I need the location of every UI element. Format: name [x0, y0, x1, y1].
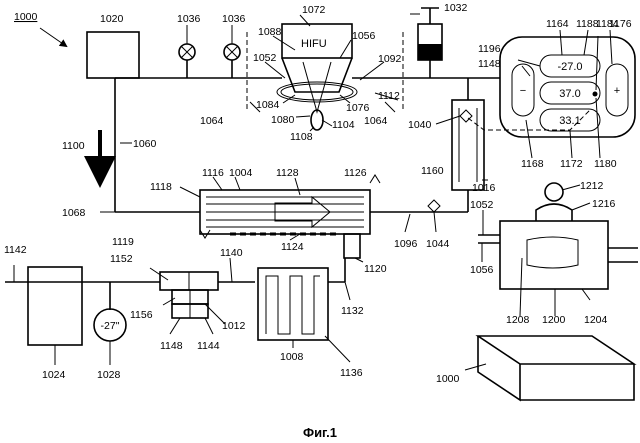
ref-1060: 1060: [133, 138, 157, 150]
ref-1168: 1168: [521, 158, 544, 170]
ref-1164: 1164: [546, 18, 569, 30]
ref-1119: 1119: [112, 236, 134, 248]
ref-1096: 1096: [394, 238, 418, 250]
ref-1056: 1056: [352, 30, 376, 42]
ref-1064: 1064: [200, 115, 224, 127]
display-mid-value: 37.0: [559, 88, 580, 100]
sensor-1044-icon: [428, 200, 440, 212]
ref-1140: 1140: [220, 247, 243, 259]
ref-1216: 1216: [592, 198, 616, 210]
ref-1118: 1118: [150, 181, 172, 193]
hifu-label: HIFU: [301, 38, 327, 50]
valve-icon: [179, 44, 195, 60]
ref-1052: 1052: [470, 199, 494, 211]
valve-icon: [224, 44, 240, 60]
ref-1116: 1116: [202, 167, 224, 179]
ref-1088: 1088: [258, 26, 282, 38]
minus-symbol: −: [520, 85, 526, 97]
ref-1100: 1100: [62, 140, 85, 152]
heat-exchanger-1160: [452, 100, 484, 190]
ref-1020: 1020: [100, 13, 124, 25]
display-top-value: -27.0: [557, 61, 582, 73]
ref-1124: 1124: [281, 241, 304, 253]
ref-1156: 1156: [130, 309, 153, 321]
reservoir-box-1020: [87, 32, 139, 78]
ref-1056: 1056: [470, 264, 494, 276]
display-bot-value: 33.1: [559, 115, 580, 127]
ref-1032: 1032: [444, 2, 468, 14]
ref-1136: 1136: [340, 367, 363, 379]
patient-head-icon: [545, 183, 563, 201]
ref-1028: 1028: [97, 369, 121, 381]
ref-1160: 1160: [421, 165, 444, 177]
ref-1126: 1126: [344, 167, 367, 179]
block-1000: [478, 336, 634, 400]
ref-1000: 1000: [14, 11, 38, 23]
syringe-icon: [418, 8, 442, 60]
ref-1196: 1196: [478, 43, 501, 55]
gauge-reading: -27": [101, 320, 120, 332]
ref-1104: 1104: [332, 119, 355, 131]
ref-1068: 1068: [62, 207, 86, 219]
ref-1008: 1008: [280, 351, 304, 363]
ref-1012: 1012: [222, 320, 246, 332]
ref-1180: 1180: [594, 158, 617, 170]
serpentine-exchanger-1008: [258, 268, 328, 340]
ref-1092: 1092: [378, 53, 402, 65]
box-1024: [28, 267, 82, 345]
ref-1000: 1000: [436, 373, 460, 385]
ref-1172: 1172: [560, 158, 583, 170]
ref-1148: 1148: [478, 58, 501, 70]
ref-1148: 1148: [160, 340, 183, 352]
motion-arrow-icon: [370, 175, 380, 183]
ref-1152: 1152: [110, 253, 133, 265]
ref-1108: 1108: [290, 131, 313, 143]
ref-1212: 1212: [580, 180, 604, 192]
ref-1052: 1052: [253, 52, 277, 64]
ref-1128: 1128: [276, 167, 299, 179]
ref-1142: 1142: [4, 244, 27, 256]
ref-1076: 1076: [346, 102, 370, 114]
ref-1036: 1036: [177, 13, 201, 25]
plus-symbol: +: [614, 85, 620, 97]
ref-1024: 1024: [42, 369, 66, 381]
ref-1064: 1064: [364, 115, 388, 127]
ref-1016: 1016: [472, 182, 496, 194]
ref-1072: 1072: [302, 4, 326, 16]
ref-1120: 1120: [364, 263, 387, 275]
ref-1040: 1040: [408, 119, 432, 131]
ref-1132: 1132: [341, 305, 364, 317]
pump-1012: [160, 272, 218, 318]
ref-1144: 1144: [197, 340, 220, 352]
ref-1004: 1004: [229, 167, 253, 179]
ref-1084: 1084: [256, 99, 280, 111]
ref-1176: 1176: [609, 18, 632, 30]
ref-1208: 1208: [506, 314, 530, 326]
ref-1044: 1044: [426, 238, 450, 250]
ref-1112: 1112: [378, 90, 400, 102]
figure-caption: Фиг.1: [303, 425, 337, 440]
ref-1080: 1080: [271, 114, 295, 126]
ref-1036: 1036: [222, 13, 246, 25]
ref-1200: 1200: [542, 314, 566, 326]
ref-1204: 1204: [584, 314, 608, 326]
